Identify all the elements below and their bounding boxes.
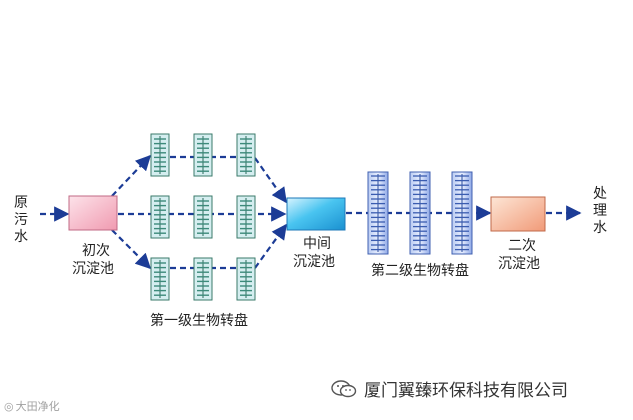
- treated-water-char-1: 处: [593, 186, 607, 202]
- stage1-disc-unit: [150, 133, 170, 177]
- stage2-disc-unit: [367, 171, 389, 255]
- stage1-disc-group: [150, 133, 256, 301]
- raw-water-char-3: 水: [14, 229, 28, 245]
- raw-water-char-1: 原: [14, 195, 28, 211]
- stage1-disc-unit: [193, 133, 213, 177]
- stage1-label: 第一级生物转盘: [150, 313, 248, 329]
- middle-tank-label: 中间 沉淀池: [293, 235, 335, 271]
- stage1-disc-unit: [193, 195, 213, 239]
- stage1-disc-unit: [150, 195, 170, 239]
- arrow-top-to-middle: [254, 157, 287, 204]
- treated-water-char-2: 理: [593, 203, 607, 219]
- stage1-disc-unit: [150, 257, 170, 301]
- stage1-disc-unit: [236, 133, 256, 177]
- stage1-disc-unit: [236, 195, 256, 239]
- middle-tank-line-2: 沉淀池: [293, 254, 335, 270]
- arrow-bottom-to-middle: [254, 223, 287, 269]
- primary-clarifier-box: [68, 195, 118, 231]
- secondary-clarifier-line-2: 沉淀池: [498, 256, 540, 272]
- raw-water-label: 原 污 水: [13, 195, 29, 246]
- company-name: 厦门翼臻环保科技有限公司: [364, 381, 568, 401]
- middle-tank-line-1: 中间: [303, 236, 331, 252]
- raw-water-char-2: 污: [14, 212, 28, 228]
- wechat-icon: [331, 379, 357, 397]
- stage1-disc-unit: [193, 257, 213, 301]
- primary-clarifier-label: 初次 沉淀池: [72, 242, 114, 278]
- stage2-disc-unit: [409, 171, 431, 255]
- treated-water-char-3: 水: [593, 220, 607, 236]
- primary-clarifier-line-1: 初次: [82, 243, 110, 259]
- stage2-label: 第二级生物转盘: [371, 263, 469, 279]
- middle-tank-box: [286, 197, 346, 231]
- primary-clarifier-line-2: 沉淀池: [72, 261, 114, 277]
- arrow-primary-to-bottom-row: [111, 229, 152, 270]
- secondary-clarifier-label: 二次 沉淀池: [498, 237, 540, 273]
- secondary-clarifier-line-1: 二次: [508, 238, 536, 254]
- arrow-primary-to-top-row: [111, 154, 152, 197]
- corner-watermark-text: 大田净化: [15, 400, 60, 413]
- company-watermark: 厦门翼臻环保科技有限公司: [330, 376, 568, 401]
- stage2-disc-unit: [451, 171, 473, 255]
- weibo-icon: ◎: [4, 399, 14, 413]
- stage1-disc-unit: [236, 257, 256, 301]
- stage2-disc-group: [367, 171, 473, 255]
- treated-water-label: 处 理 水: [592, 186, 608, 237]
- secondary-clarifier-box: [490, 196, 546, 232]
- corner-watermark: ◎ 大田净化: [4, 398, 60, 414]
